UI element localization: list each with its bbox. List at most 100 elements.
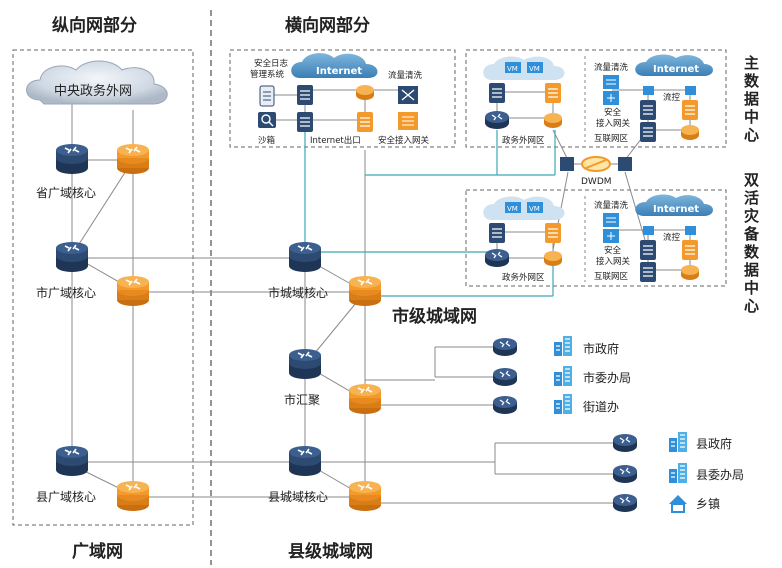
- heading-main-dc-char: 心: [744, 126, 759, 144]
- internet-cloud: Internet: [291, 53, 378, 78]
- dc-main-vm2: VM: [529, 65, 540, 73]
- dwdm-link: [560, 156, 632, 172]
- heading-backup-dc-char: 活: [744, 189, 759, 207]
- heading-main-dc-char: 主: [744, 54, 759, 72]
- dc-main-internet-label: Internet: [653, 64, 699, 75]
- city-gov-label: 市政府: [583, 341, 619, 356]
- township-router-icon: [612, 493, 638, 513]
- dc-backup-inet-router-dark-icon: [639, 261, 657, 283]
- dc-main-inet-firewall-dark-icon: [639, 99, 657, 121]
- city-wan-core-label: 市广域核心: [36, 285, 96, 300]
- dc-main-firewall-orange-icon: [544, 82, 562, 104]
- dwdm-label: DWDM: [581, 177, 612, 187]
- dc-backup-vm1: VM: [507, 205, 518, 213]
- heading-backup-dc-char: 心: [744, 297, 759, 315]
- county-metro-core-label: 县城域核心: [268, 490, 328, 504]
- internet-exit-label: Internet出口: [310, 135, 361, 146]
- log-system-server-icon: [259, 85, 275, 107]
- dc-backup-internet-zone-label: 互联网区: [594, 272, 629, 282]
- city-metro-core-switch-icon: [348, 275, 382, 307]
- dc-main-secure-access-label-1: 安全: [604, 107, 622, 118]
- dc-main-inet-router-dark-icon: [639, 121, 657, 143]
- heading-backup-dc-char: 双: [744, 171, 759, 189]
- access-gateway-icon: [398, 112, 418, 130]
- main-dc-border: [465, 49, 727, 148]
- log-system-label-1: 安全日志: [254, 58, 289, 69]
- dc-backup-vm2: VM: [529, 205, 540, 213]
- sandbox-icon: [258, 112, 276, 128]
- dc-backup-secure-access-icon: [603, 213, 619, 243]
- heading-backup-dc-char: 中: [744, 279, 759, 297]
- exit-switch-orange-icon: [356, 85, 374, 100]
- dc-backup-cloud: VM VM: [483, 196, 565, 220]
- dc-main-flow-control-icon: [643, 86, 654, 95]
- dc-main-flow-control-icon: [685, 86, 696, 95]
- heading-wan: 广域网: [72, 541, 123, 562]
- county-committee-building-icon: [668, 462, 688, 484]
- township-house-icon: [669, 495, 687, 513]
- exit-firewall-orange-icon: [356, 111, 374, 133]
- exit-router-dark-icon: [296, 111, 314, 133]
- dc-main-flow-control-label: 流控: [663, 92, 681, 103]
- city-committee-router-icon: [492, 367, 518, 387]
- central-gov-cloud: 中央政务外网: [26, 60, 168, 105]
- dc-main-internet-cloud: Internet: [635, 54, 713, 76]
- teal-links: [304, 120, 556, 297]
- dc-backup-secure-access-label-1: 安全: [604, 245, 622, 256]
- street-office-label: 街道办: [583, 399, 619, 414]
- county-wan-core-switch-icon: [116, 480, 150, 512]
- heading-county-metro: 县级城域网: [288, 541, 373, 562]
- dc-backup-flow-control-icon: [685, 226, 696, 235]
- dc-backup-inet-firewall-dark-icon: [639, 239, 657, 261]
- log-system-label-2: 管理系统: [250, 69, 285, 80]
- dc-backup-secure-access-label-2: 接入网关: [596, 256, 631, 267]
- heading-horizontal: 横向网部分: [285, 15, 370, 36]
- dc-backup-flow-control-icon: [643, 226, 654, 235]
- dc-main-vm1: VM: [507, 65, 518, 73]
- wan-region-border: [12, 49, 194, 526]
- dc-backup-firewall-dark-icon: [488, 222, 506, 244]
- city-wan-core-router-icon: [55, 241, 89, 273]
- dc-backup-internet-cloud: Internet: [635, 194, 713, 216]
- city-aggregation-label: 市汇聚: [284, 392, 320, 407]
- province-core-router-icon: [55, 143, 89, 175]
- street-office-router-icon: [492, 395, 518, 415]
- heading-backup-dc-char: 据: [744, 261, 759, 279]
- city-wan-core-switch-icon: [116, 275, 150, 307]
- sandbox-label: 沙箱: [258, 135, 276, 146]
- dc-backup-gov-dmz-label: 政务外网区: [502, 272, 545, 283]
- dc-backup-inet-firewall-orange-icon: [681, 239, 699, 261]
- county-metro-core-switch-icon: [348, 480, 382, 512]
- county-committee-router-icon: [612, 464, 638, 484]
- dc-backup-switch-icon: [544, 251, 562, 266]
- county-gov-building-icon: [668, 431, 688, 453]
- heading-city-metro: 市级城域网: [392, 306, 477, 327]
- dc-main-traffic-cleaning-label: 流量清洗: [594, 62, 629, 73]
- heading-main-dc-char: 中: [744, 108, 759, 126]
- dc-main-inet-switch-icon: [681, 125, 699, 140]
- dc-backup-router-icon: [484, 248, 510, 268]
- dc-backup-internet-label: Internet: [653, 204, 699, 215]
- dc-main-inet-firewall-orange-icon: [681, 99, 699, 121]
- county-metro-core-router-icon: [288, 445, 322, 477]
- street-office-building-icon: [553, 393, 573, 415]
- internet-zone-border: [229, 49, 456, 148]
- dc-main-switch-icon: [544, 113, 562, 128]
- county-wan-core-label: 县广域核心: [36, 490, 96, 504]
- heading-vertical: 纵向网部分: [52, 15, 137, 36]
- heading-main-dc: 主 数 据 中 心: [744, 54, 760, 144]
- heading-main-dc-char: 据: [744, 90, 759, 108]
- dc-backup-flow-control-label: 流控: [663, 232, 681, 243]
- dc-backup-inet-switch-icon: [681, 265, 699, 280]
- city-metro-core-router-icon: [288, 241, 322, 273]
- dc-main-cloud: VM VM: [483, 56, 565, 80]
- province-core-label: 省广域核心: [36, 186, 96, 200]
- dc-main-secure-access-icon: [603, 75, 619, 105]
- heading-backup-dc-char: 灾: [744, 207, 760, 225]
- heading-backup-dc-char: 备: [743, 225, 760, 243]
- county-gov-router-icon: [612, 433, 638, 453]
- dc-main-gov-dmz-label: 政务外网区: [502, 135, 545, 146]
- county-committee-label: 县委办局: [696, 467, 744, 482]
- dc-main-router-icon: [484, 110, 510, 130]
